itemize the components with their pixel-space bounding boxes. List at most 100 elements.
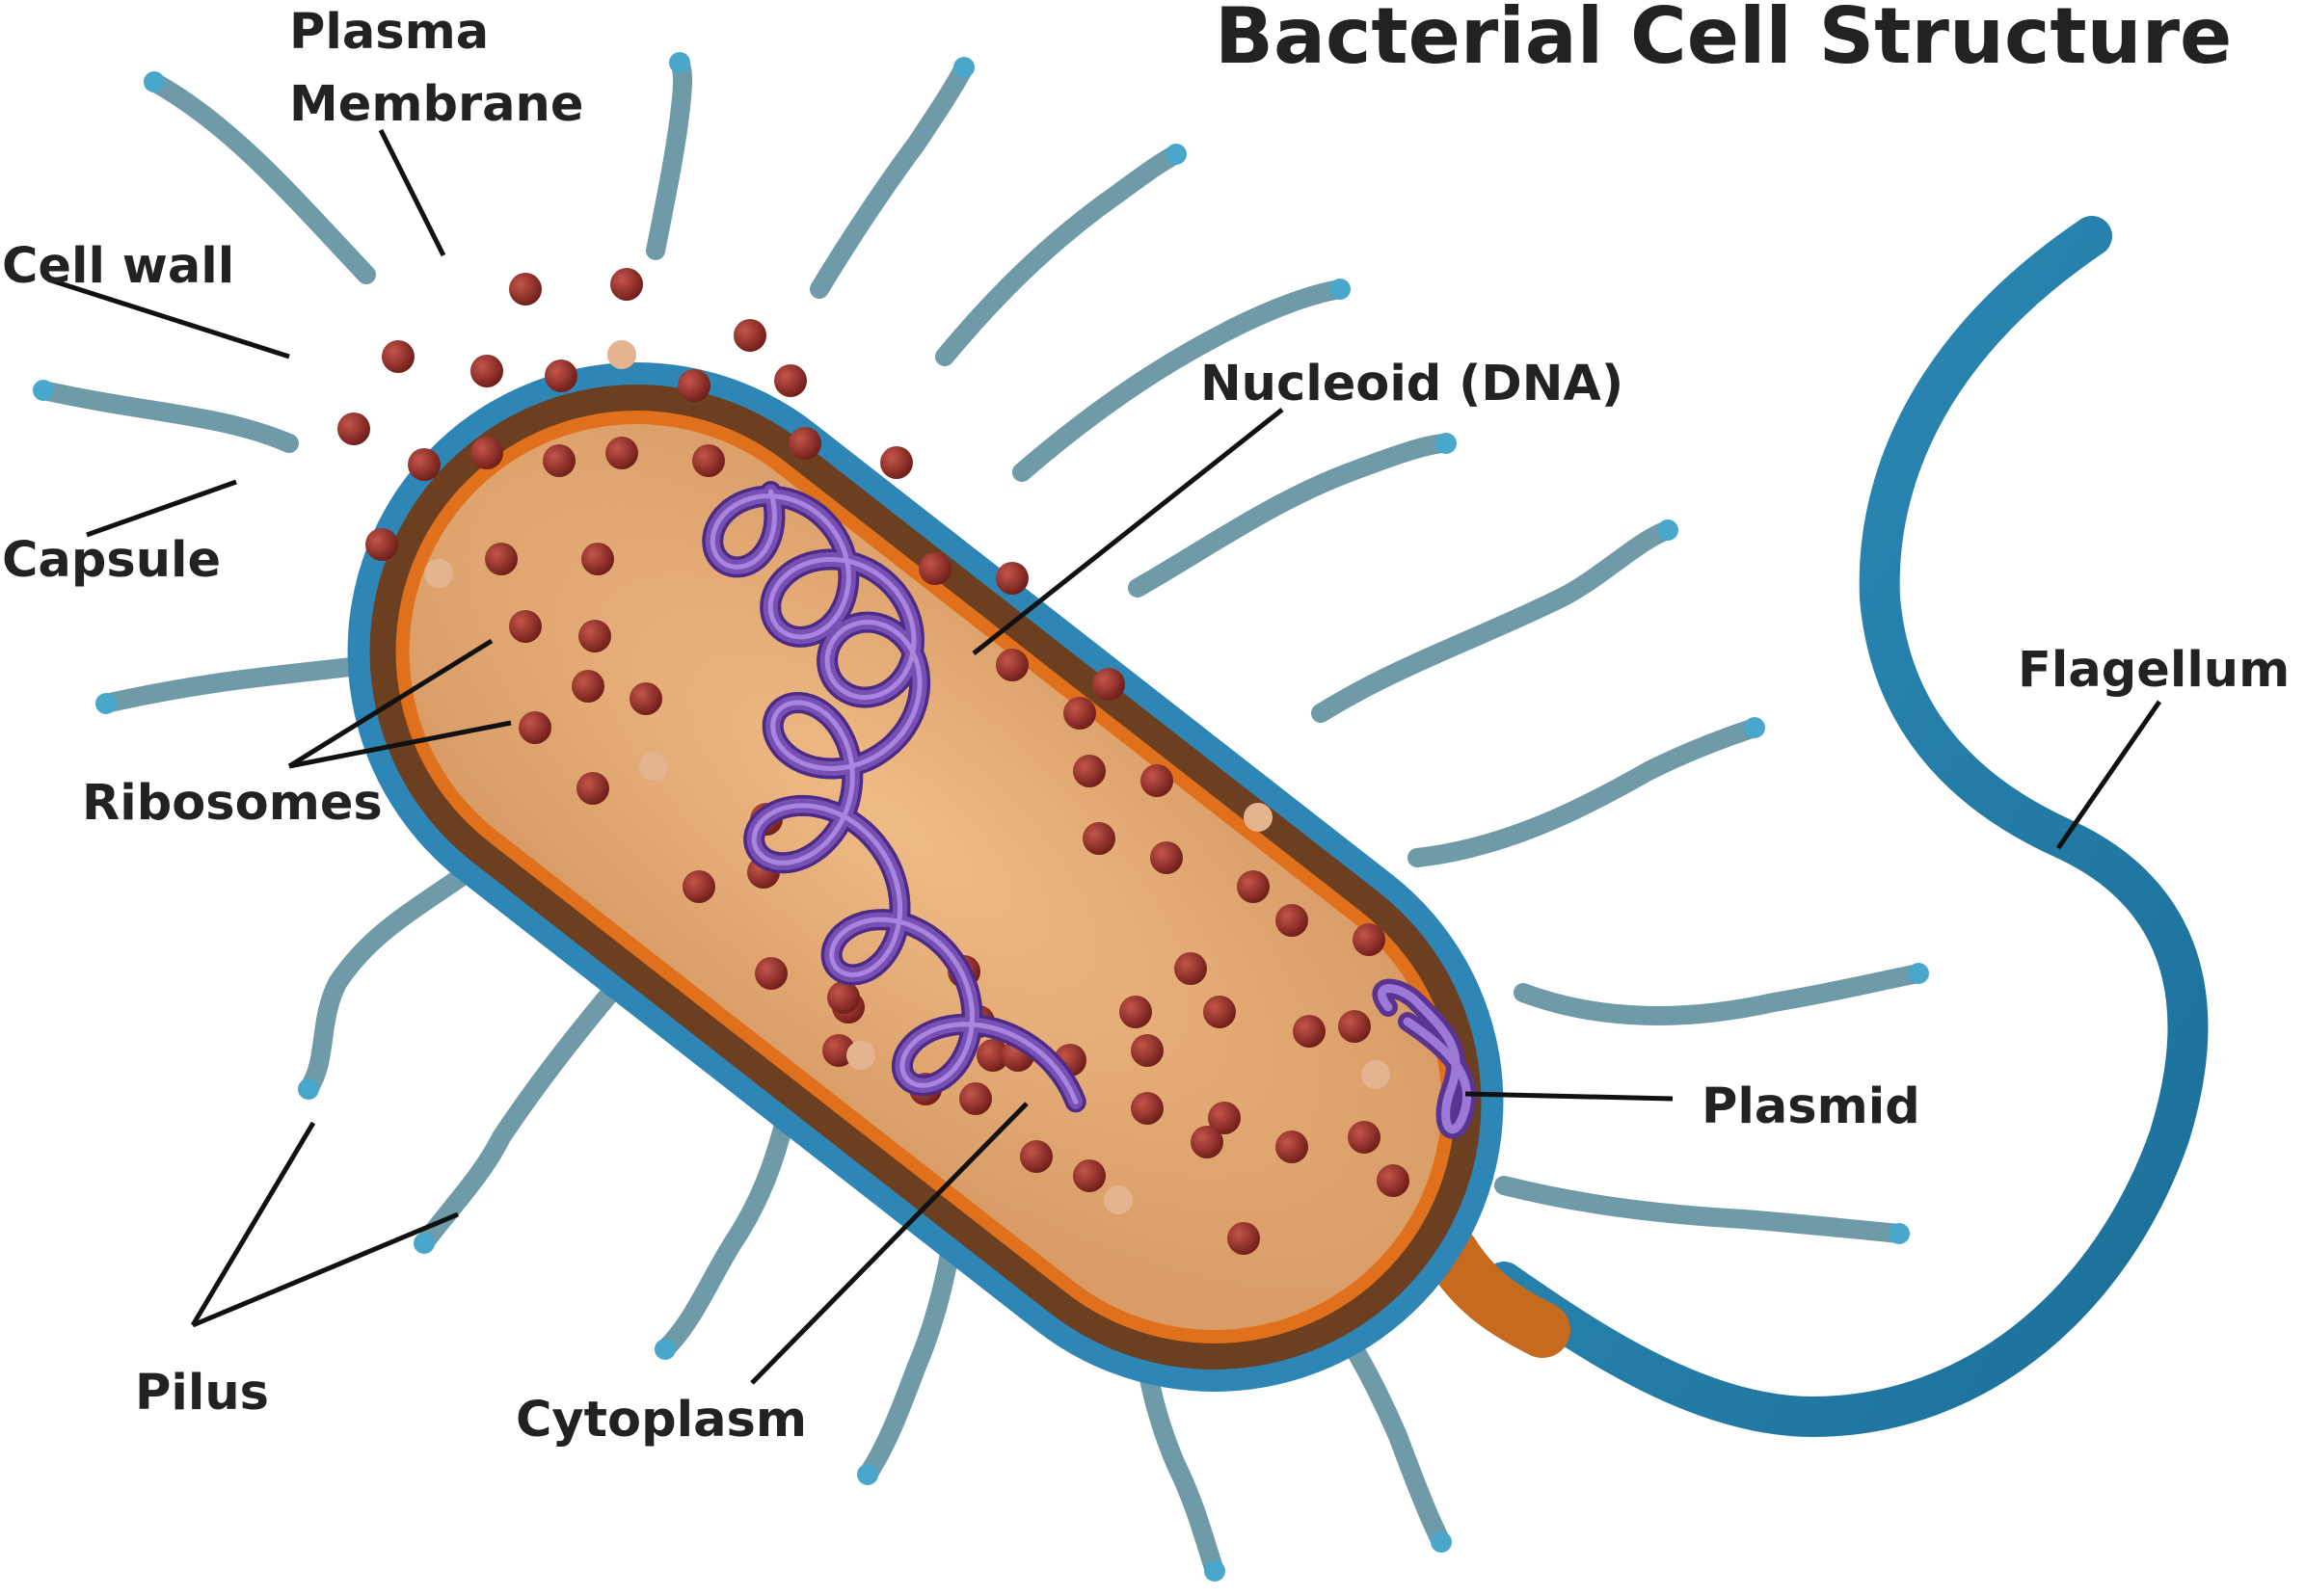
pilus-tip	[1657, 519, 1678, 541]
ribosome	[1361, 1060, 1390, 1089]
ribosome	[755, 957, 788, 990]
ribosome	[959, 1082, 992, 1115]
leader-flagellum	[2058, 702, 2159, 848]
ribosome	[919, 552, 951, 585]
pilus-strand	[424, 973, 627, 1243]
label-plasma-membrane-line2: Membrane	[289, 76, 583, 133]
pilus-tip	[1431, 1531, 1452, 1553]
pilus-strand	[819, 67, 964, 289]
label-plasma-membrane-line1: Plasma	[289, 4, 489, 61]
ribosome	[1203, 996, 1236, 1028]
flagellum-hook	[1504, 236, 2187, 1417]
ribosome	[605, 437, 638, 469]
ribosome	[509, 610, 542, 643]
ribosome	[1191, 1126, 1223, 1158]
ribosome	[470, 437, 503, 469]
leader-pilus-1	[193, 1123, 313, 1325]
pilus-tip	[1744, 717, 1765, 738]
ribosome	[1020, 1140, 1053, 1173]
ribosome	[1073, 755, 1106, 787]
ribosome	[846, 1041, 875, 1070]
pilus-strand	[106, 665, 366, 704]
label-pilus: Pilus	[135, 1365, 269, 1422]
label-cell-wall: Cell wall	[2, 238, 234, 295]
ribosome	[382, 340, 415, 373]
pilus-tip	[33, 380, 54, 401]
pilus-strand	[43, 390, 289, 443]
ribosome	[1338, 1010, 1371, 1043]
leader-plasma-membrane	[381, 130, 443, 255]
ribosome	[678, 369, 710, 402]
ribosome	[1275, 904, 1308, 937]
ribosome	[1150, 841, 1183, 874]
pilus-tip	[1435, 433, 1457, 454]
pilus-tip	[1204, 1560, 1225, 1582]
ribosome	[639, 752, 668, 781]
ribosome	[485, 543, 518, 575]
label-flagellum: Flagellum	[2018, 642, 2290, 699]
ribosome	[337, 412, 370, 445]
pilus-tip	[95, 693, 117, 714]
leader-capsule	[87, 482, 236, 535]
ribosome	[509, 273, 542, 306]
ribosome	[1119, 996, 1152, 1028]
ribosome	[578, 620, 611, 652]
pilus-strand	[656, 63, 683, 251]
ribosome	[543, 444, 576, 477]
ribosome	[610, 268, 643, 301]
pilus-strand	[945, 154, 1176, 357]
ribosome	[1244, 803, 1273, 832]
pilus-strand	[1138, 443, 1446, 588]
ribosome	[692, 444, 725, 477]
leader-pilus-2	[193, 1214, 458, 1325]
pilus-strand	[1321, 530, 1668, 713]
pilus-tip	[1889, 1223, 1910, 1244]
pilus-tip	[298, 1078, 319, 1100]
ribosome	[1092, 668, 1125, 701]
label-cytoplasm: Cytoplasm	[516, 1392, 807, 1449]
ribosome	[734, 319, 766, 352]
ribosome	[1377, 1164, 1409, 1197]
pilus-tip	[655, 1339, 676, 1360]
ribosome	[683, 870, 715, 903]
ribosome	[408, 448, 441, 481]
ribosome	[1131, 1092, 1164, 1125]
label-nucleoid: Nucleoid (DNA)	[1200, 356, 1623, 412]
ribosome	[1227, 1222, 1260, 1255]
ribosome	[1104, 1185, 1133, 1214]
ribosome	[1275, 1130, 1308, 1163]
label-plasmid: Plasmid	[1702, 1078, 1920, 1135]
ribosome	[1237, 870, 1270, 903]
ribosome	[424, 559, 453, 588]
ribosome	[365, 528, 398, 561]
ribosome	[996, 649, 1029, 681]
ribosome	[581, 543, 614, 575]
pilus-tip	[1329, 279, 1351, 300]
ribosome	[1073, 1159, 1106, 1192]
ribosome	[1083, 822, 1115, 855]
ribosome	[519, 711, 551, 744]
ribosome	[1140, 764, 1173, 797]
ribosome	[1063, 697, 1096, 730]
pilus-tip	[953, 57, 975, 78]
pilus-tip	[669, 52, 690, 73]
pilus-tip	[144, 71, 165, 93]
ribosome	[789, 427, 821, 460]
pilus-strand	[1417, 728, 1755, 858]
ribosome	[880, 446, 913, 479]
label-capsule: Capsule	[2, 532, 221, 589]
ribosome	[545, 359, 577, 392]
diagram-title: Bacterial Cell Structure	[1215, 0, 2232, 81]
label-ribosomes: Ribosomes	[82, 775, 383, 832]
ribosome	[630, 682, 662, 715]
pilus-strand	[1504, 1185, 1899, 1234]
ribosome	[1174, 952, 1207, 985]
pilus-tip	[1908, 963, 1929, 984]
ribosome	[1131, 1034, 1164, 1067]
ribosome	[607, 340, 636, 369]
ribosome	[1353, 923, 1385, 956]
pilus-tip	[414, 1233, 435, 1254]
ribosome	[1348, 1121, 1380, 1154]
ribosome	[572, 670, 604, 703]
